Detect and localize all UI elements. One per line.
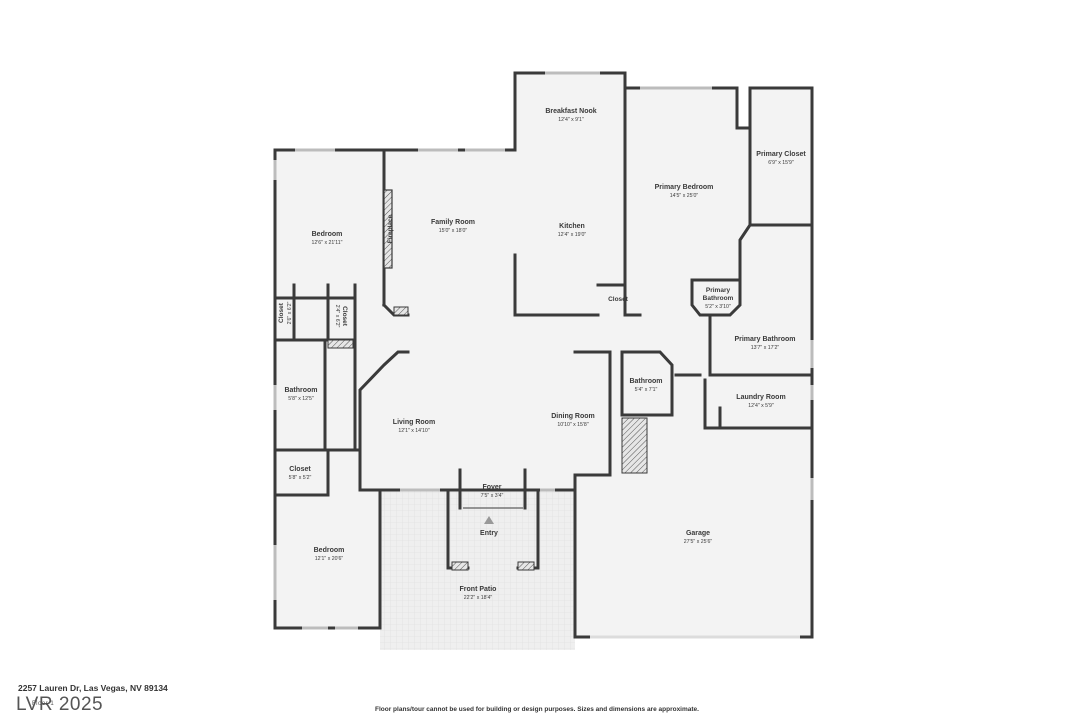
dim-foyer: 7'5" x 3'4": [481, 493, 504, 499]
dim-bathroom-left: 5'8" x 12'5": [288, 396, 314, 402]
label-living-room: Living Room: [393, 419, 435, 426]
logo-text: LVR 2025: [16, 694, 104, 715]
floor-label: Floor 1: [32, 701, 55, 707]
label-bathroom-left: Bathroom: [284, 387, 317, 394]
dim-breakfast-nook: 12'4" x 9'1": [558, 117, 584, 123]
room-labels: Breakfast Nook 12'4" x 9'1" Primary Clos…: [278, 108, 806, 601]
label-closet-a: Closet: [278, 302, 285, 323]
dim-laundry-room: 12'4" x 5'9": [748, 403, 774, 409]
dim-garage: 27'5" x 25'6": [684, 539, 713, 545]
entry-arrow-icon: [484, 516, 494, 524]
dim-bathroom-center: 5'4" x 7'1": [635, 387, 658, 393]
label-entry: Entry: [480, 530, 498, 537]
label-fireplace: Fireplace: [387, 214, 394, 243]
dim-primary-bedroom: 14'5" x 25'0": [670, 193, 699, 199]
label-breakfast-nook: Breakfast Nook: [545, 108, 596, 115]
dim-front-patio: 22'2" x 18'4": [464, 595, 493, 601]
label-kitchen: Kitchen: [559, 223, 585, 230]
property-address: 2257 Lauren Dr, Las Vegas, NV 89134: [18, 683, 168, 693]
label-primary-bedroom: Primary Bedroom: [655, 184, 714, 191]
label-bedroom-2: Bedroom: [314, 547, 345, 554]
label-closet-c: Closet: [289, 466, 311, 473]
dim-closet-c: 5'8" x 5'2": [289, 475, 312, 481]
label-closet-kitchen: Closet: [608, 296, 629, 303]
dim-family-room: 15'0" x 18'0": [439, 228, 468, 234]
dim-kitchen: 12'4" x 19'0": [558, 232, 587, 238]
dim-closet-b: 2'4" x 6'2": [334, 305, 340, 328]
label-closet-b: Closet: [341, 306, 348, 327]
label-family-room: Family Room: [431, 219, 475, 226]
label-primary-closet: Primary Closet: [756, 151, 806, 158]
dim-living-room: 12'1" x 14'10": [398, 428, 429, 434]
label-bedroom-1: Bedroom: [312, 231, 343, 238]
label-primary-bathroom: Primary Bathroom: [734, 336, 795, 343]
dim-primary-bathroom-small: 5'2" x 3'10": [705, 304, 731, 310]
interior-walls: [273, 86, 814, 571]
dim-bedroom-1: 12'6" x 21'11": [312, 240, 343, 246]
house-floor: [275, 73, 812, 637]
label-laundry-room: Laundry Room: [736, 394, 785, 401]
brand-logo: LVR 2025 Floor 1: [16, 694, 103, 716]
disclaimer-text: Floor plans/tour cannot be used for buil…: [375, 706, 699, 713]
label-dining-room: Dining Room: [551, 413, 595, 420]
dim-primary-closet: 6'9" x 15'9": [768, 160, 794, 166]
label-front-patio: Front Patio: [460, 586, 497, 593]
front-patio-floor: [380, 490, 575, 650]
label-foyer: Foyer: [482, 484, 501, 491]
dim-primary-bathroom: 13'7" x 17'2": [751, 345, 780, 351]
label-bathroom-center: Bathroom: [629, 378, 662, 385]
windows: [273, 71, 814, 639]
dim-dining-room: 10'10" x 15'8": [557, 422, 588, 428]
label-garage: Garage: [686, 530, 710, 537]
dim-bedroom-2: 12'1" x 20'6": [315, 556, 344, 562]
dim-closet-a: 2'6" x 6'2": [287, 302, 293, 325]
